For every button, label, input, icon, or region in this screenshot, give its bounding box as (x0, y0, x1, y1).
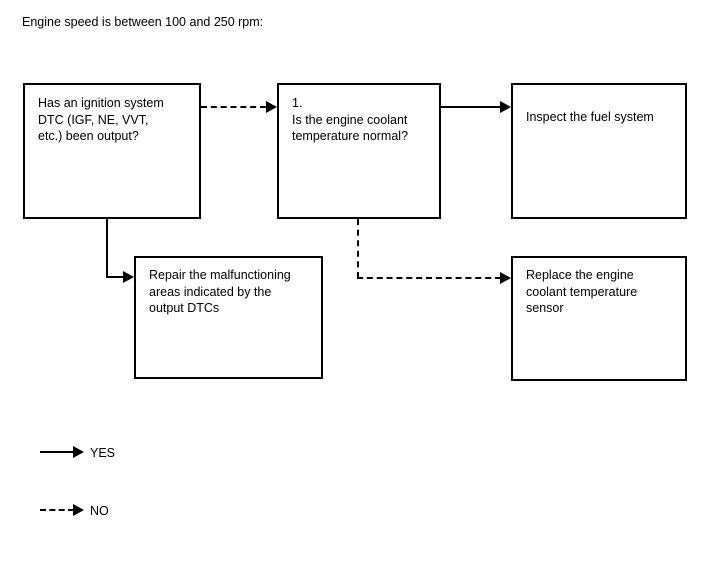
node-repair-dtc: Repair the malfunctioning areas indicate… (134, 256, 323, 379)
node-repair-dtc-label: Repair the malfunctioning areas indicate… (149, 268, 291, 315)
node-coolant-question: 1. Is the engine coolant temperature nor… (277, 83, 441, 219)
legend-yes-line (40, 451, 74, 453)
node-coolant-question-label: 1. Is the engine coolant temperature nor… (292, 96, 409, 143)
legend-no-arrowhead (73, 504, 84, 516)
legend-no-line (40, 509, 74, 511)
diagram-caption: Engine speed is between 100 and 250 rpm: (22, 15, 264, 29)
legend-yes-label: YES (90, 446, 116, 460)
node-dtc-question-label: Has an ignition system DTC (IGF, NE, VVT… (38, 96, 164, 143)
arrowhead-coolant-to-replace (500, 272, 511, 284)
connector-coolant-to-replace-vertical (357, 219, 359, 278)
arrowhead-dtc-to-coolant (266, 101, 277, 113)
node-replace-sensor-label: Replace the engine coolant temperature s… (526, 268, 638, 315)
legend-no-label: NO (90, 504, 109, 518)
connector-dtc-to-repair-vertical (106, 219, 108, 277)
connector-dtc-to-repair-horizontal (106, 276, 124, 278)
node-inspect-fuel: Inspect the fuel system (511, 83, 687, 219)
node-inspect-fuel-label: Inspect the fuel system (526, 110, 654, 124)
arrowhead-dtc-to-repair (123, 271, 134, 283)
legend-yes-arrowhead (73, 446, 84, 458)
connector-coolant-to-replace-horizontal (357, 277, 501, 279)
node-dtc-question: Has an ignition system DTC (IGF, NE, VVT… (23, 83, 201, 219)
connector-dtc-to-coolant-no (201, 106, 266, 108)
arrowhead-coolant-to-inspect (500, 101, 511, 113)
connector-coolant-to-inspect-yes (441, 106, 501, 108)
node-replace-sensor: Replace the engine coolant temperature s… (511, 256, 687, 381)
